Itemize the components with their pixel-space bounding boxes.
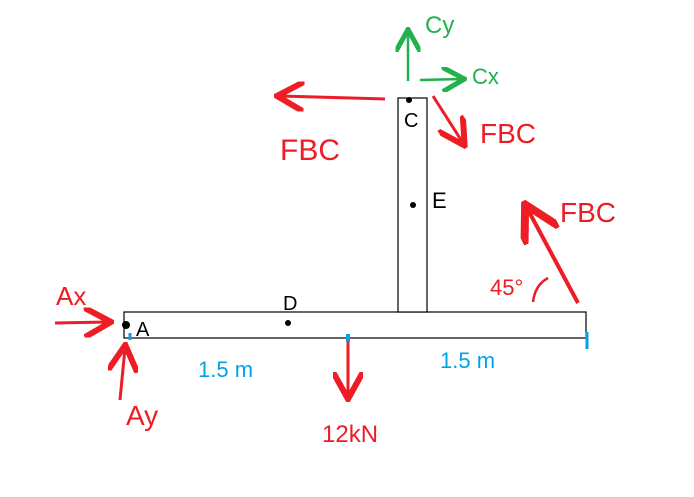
point-e-dot bbox=[410, 202, 416, 208]
fbc-down-arrow bbox=[431, 95, 463, 143]
cx-label: Cx bbox=[472, 64, 499, 89]
point-a-label: A bbox=[136, 319, 150, 341]
ay-arrow bbox=[120, 348, 125, 401]
ay-label: Ay bbox=[126, 400, 158, 431]
load-label: 12kN bbox=[322, 421, 378, 448]
fbc-left-arrow bbox=[280, 96, 386, 99]
point-c-dot bbox=[406, 97, 412, 103]
cx-arrow bbox=[419, 79, 462, 80]
point-d-label: D bbox=[283, 293, 297, 315]
cy-label: Cy bbox=[425, 12, 454, 39]
angle-label: 45° bbox=[490, 275, 523, 300]
point-e-label: E bbox=[432, 188, 447, 213]
dimension-left-label: 1.5 m bbox=[198, 357, 253, 382]
fbc-left-label: FBC bbox=[280, 134, 340, 167]
fbc-diagonal-label: FBC bbox=[560, 197, 616, 228]
fbc-diagonal-arrow bbox=[527, 208, 580, 304]
angle-arc bbox=[531, 276, 549, 303]
point-d-dot bbox=[285, 320, 291, 326]
point-a-dot bbox=[122, 321, 130, 329]
ax-label: Ax bbox=[56, 281, 86, 311]
fbc-down-label: FBC bbox=[480, 118, 536, 149]
point-c-label: C bbox=[404, 110, 418, 132]
horizontal-beam bbox=[123, 311, 587, 339]
ax-arrow bbox=[54, 322, 108, 323]
dimension-right-label: 1.5 m bbox=[440, 348, 495, 373]
